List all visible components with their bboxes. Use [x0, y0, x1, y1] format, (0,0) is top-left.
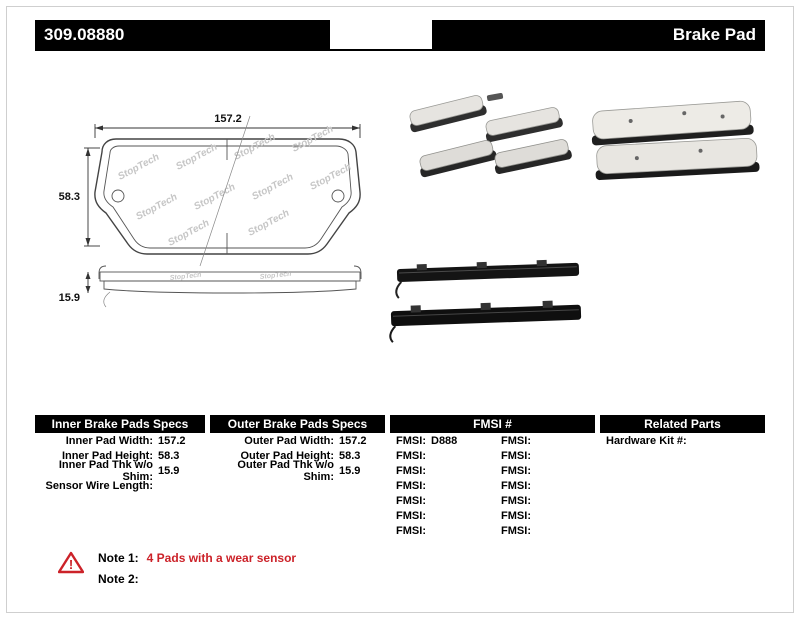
fmsi-table: FMSI # FMSI: D888 FMSI: FMSI: FMSI: FMSI…	[390, 415, 595, 538]
product-type-title: Brake Pad	[432, 20, 765, 49]
fmsi-label: FMSI:	[501, 479, 531, 492]
fmsi-label: FMSI:	[501, 464, 531, 477]
spec-value: 15.9	[339, 464, 361, 477]
spec-label: Sensor Wire Length:	[45, 479, 153, 492]
note-label: Note 2:	[98, 572, 139, 586]
fmsi-header: FMSI #	[390, 415, 595, 433]
inner-specs-table: Inner Brake Pads Specs Inner Pad Width: …	[35, 415, 205, 493]
fmsi-label: FMSI:	[396, 509, 426, 522]
fmsi-label: FMSI:	[396, 464, 426, 477]
fmsi-value: D888	[431, 434, 458, 447]
dim-width-label: 157.2	[214, 113, 242, 125]
table-row: Inner Pad Width: 157.2	[35, 433, 205, 448]
table-row: Inner Pad Height: 58.3	[35, 448, 205, 463]
spec-label: Outer Pad Height:	[240, 449, 334, 462]
note-2: Note 2:	[98, 572, 296, 593]
header: 309.08880 Brake Pad	[35, 20, 765, 51]
note-1: Note 1: 4 Pads with a wear sensor	[98, 551, 296, 572]
part-number: 309.08880	[35, 20, 330, 49]
table-row: FMSI: FMSI:	[390, 523, 595, 538]
technical-drawing: 157.2 StopTech StopTech StopTech StopTec…	[59, 113, 362, 308]
dim-thickness-label: 15.9	[59, 292, 80, 304]
spec-value: 15.9	[158, 464, 180, 477]
table-row: FMSI: FMSI:	[390, 448, 595, 463]
table-row: Inner Pad Thk w/o Shim: 15.9	[35, 459, 205, 483]
pad-front-view: StopTech StopTech StopTech StopTech Stop…	[94, 115, 361, 267]
svg-text:StopTech: StopTech	[259, 271, 291, 281]
svg-text:!: !	[69, 557, 73, 572]
related-parts-table: Related Parts Hardware Kit #:	[600, 415, 765, 448]
table-row: FMSI: D888 FMSI:	[390, 433, 595, 448]
table-row: FMSI: FMSI:	[390, 508, 595, 523]
outer-specs-table: Outer Brake Pads Specs Outer Pad Width: …	[210, 415, 385, 483]
fmsi-label: FMSI:	[501, 524, 531, 537]
spec-label: Inner Pad Thk w/o Shim:	[58, 458, 153, 483]
fmsi-label: FMSI:	[396, 479, 426, 492]
note-label: Note 1:	[98, 551, 139, 565]
photo-pad-edge-views	[389, 259, 582, 343]
fmsi-label: FMSI:	[396, 449, 426, 462]
table-row: Hardware Kit #:	[600, 433, 765, 448]
fmsi-label: FMSI:	[501, 509, 531, 522]
fmsi-label: FMSI:	[396, 524, 426, 537]
table-row: Sensor Wire Length:	[35, 478, 205, 493]
spec-label: Outer Pad Thk w/o Shim:	[237, 458, 334, 483]
notes-section: ! Note 1: 4 Pads with a wear sensor Note…	[58, 551, 296, 593]
inner-specs-header: Inner Brake Pads Specs	[35, 415, 205, 433]
table-row: Outer Pad Width: 157.2	[210, 433, 385, 448]
fmsi-label: FMSI:	[501, 494, 531, 507]
table-row: FMSI: FMSI:	[390, 493, 595, 508]
table-row: FMSI: FMSI:	[390, 463, 595, 478]
spec-label: Inner Pad Width:	[65, 434, 153, 447]
table-row: Outer Pad Height: 58.3	[210, 448, 385, 463]
pad-side-view: StopTech StopTech	[98, 265, 362, 308]
warning-icon: !	[58, 551, 84, 574]
fmsi-label: FMSI:	[396, 494, 426, 507]
spec-label: Outer Pad Width:	[244, 434, 334, 447]
table-row: FMSI: FMSI:	[390, 478, 595, 493]
spec-value: 58.3	[158, 449, 180, 462]
table-row: Outer Pad Thk w/o Shim: 15.9	[210, 459, 385, 483]
fmsi-label: FMSI:	[501, 449, 531, 462]
photo-pads-angled	[409, 92, 572, 178]
fmsi-label: FMSI:	[396, 434, 426, 447]
related-parts-header: Related Parts	[600, 415, 765, 433]
product-photos	[389, 92, 760, 343]
spec-value: 157.2	[339, 434, 367, 447]
dim-height-label: 58.3	[59, 191, 80, 203]
fmsi-label: FMSI:	[501, 434, 531, 447]
spec-label: Hardware Kit #:	[606, 434, 687, 447]
photo-pads-stacked	[591, 100, 760, 181]
spec-value: 58.3	[339, 449, 361, 462]
note-lines: Note 1: 4 Pads with a wear sensor Note 2…	[98, 551, 296, 593]
note-text: 4 Pads with a wear sensor	[146, 551, 297, 565]
svg-text:StopTech: StopTech	[169, 272, 201, 282]
outer-specs-header: Outer Brake Pads Specs	[210, 415, 385, 433]
spec-value: 157.2	[158, 434, 186, 447]
spec-label: Inner Pad Height:	[61, 449, 153, 462]
